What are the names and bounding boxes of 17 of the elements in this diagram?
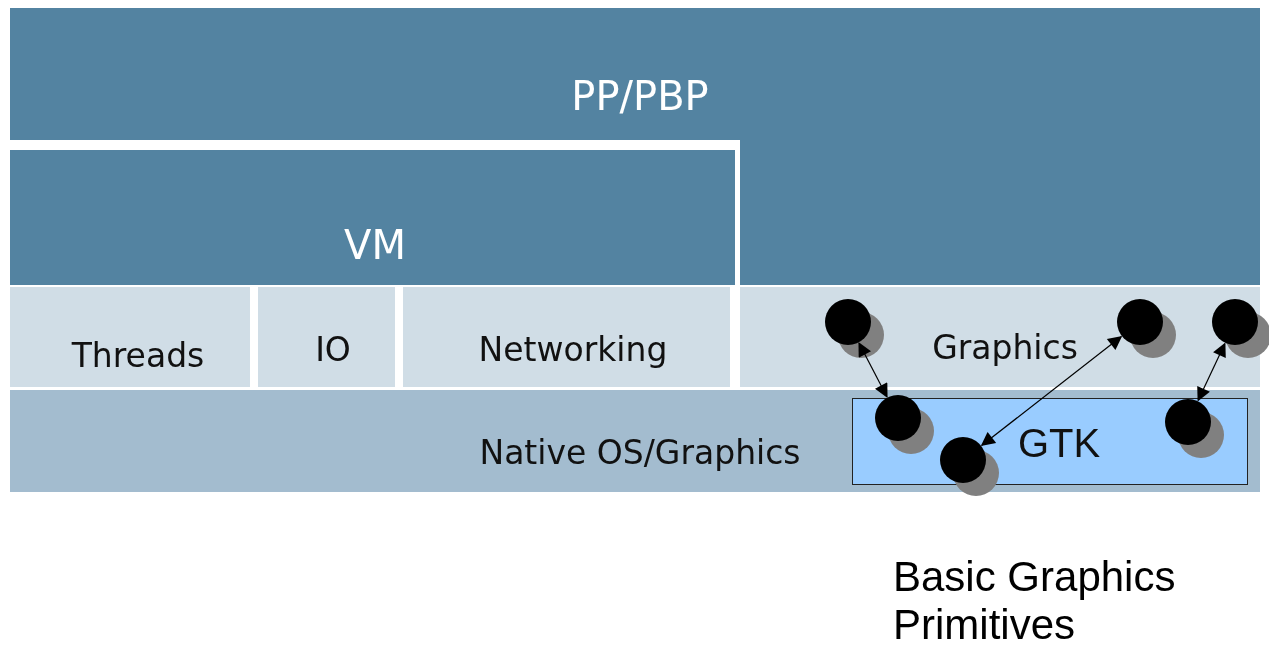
connector-arrow — [940, 299, 1176, 496]
component-box — [10, 287, 250, 387]
node-label: PP/PBP — [571, 76, 709, 116]
node-label: VM — [344, 225, 406, 265]
layer-band — [10, 8, 1260, 285]
node-label: Native OS/Graphics — [479, 435, 801, 469]
node-label: Graphics — [932, 330, 1078, 364]
node-label: GTK — [1017, 423, 1101, 463]
node-label: Networking — [478, 332, 668, 366]
component-box — [258, 287, 395, 387]
layer-band — [10, 390, 1260, 492]
note-text: Basic Graphics Primitives — [893, 553, 1177, 650]
node-label: Threads — [71, 338, 205, 372]
component-box — [403, 287, 730, 387]
connector-arrow — [1165, 299, 1269, 458]
connector-arrow — [825, 299, 934, 454]
node-label: IO — [315, 332, 351, 366]
